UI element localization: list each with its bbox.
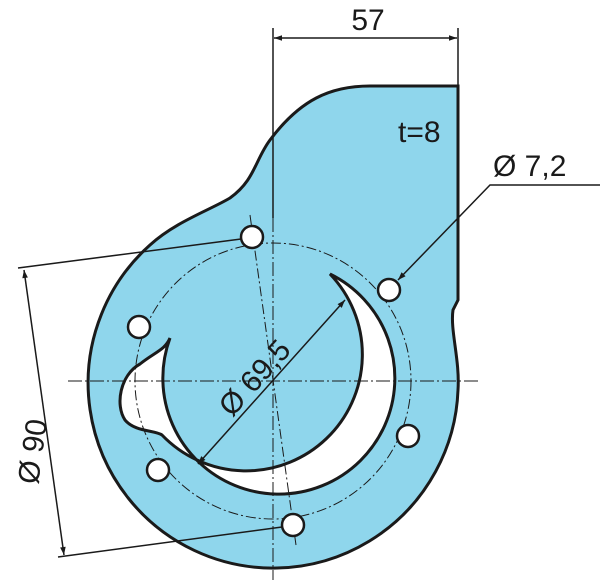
bolt-hole (376, 277, 402, 303)
bolt-hole (126, 314, 152, 340)
hole-diameter-label: Ø 7,2 (493, 150, 566, 183)
bolt-circle (134, 242, 412, 520)
bolt-hole (239, 224, 265, 250)
bolt-circle-diameter-label: Ø 90 (12, 417, 54, 486)
bolt-hole (395, 423, 421, 449)
bolt-holes (126, 224, 421, 538)
dimension-57 (272, 28, 459, 218)
width-dimension-label: 57 (351, 4, 384, 37)
bore-dimension-line (197, 299, 346, 465)
bolt-hole (145, 457, 171, 483)
bolt-hole (280, 512, 306, 538)
hole-diameter-leader (397, 184, 600, 281)
thickness-label: t=8 (398, 116, 441, 149)
bolt-circle-dimension (17, 238, 283, 558)
